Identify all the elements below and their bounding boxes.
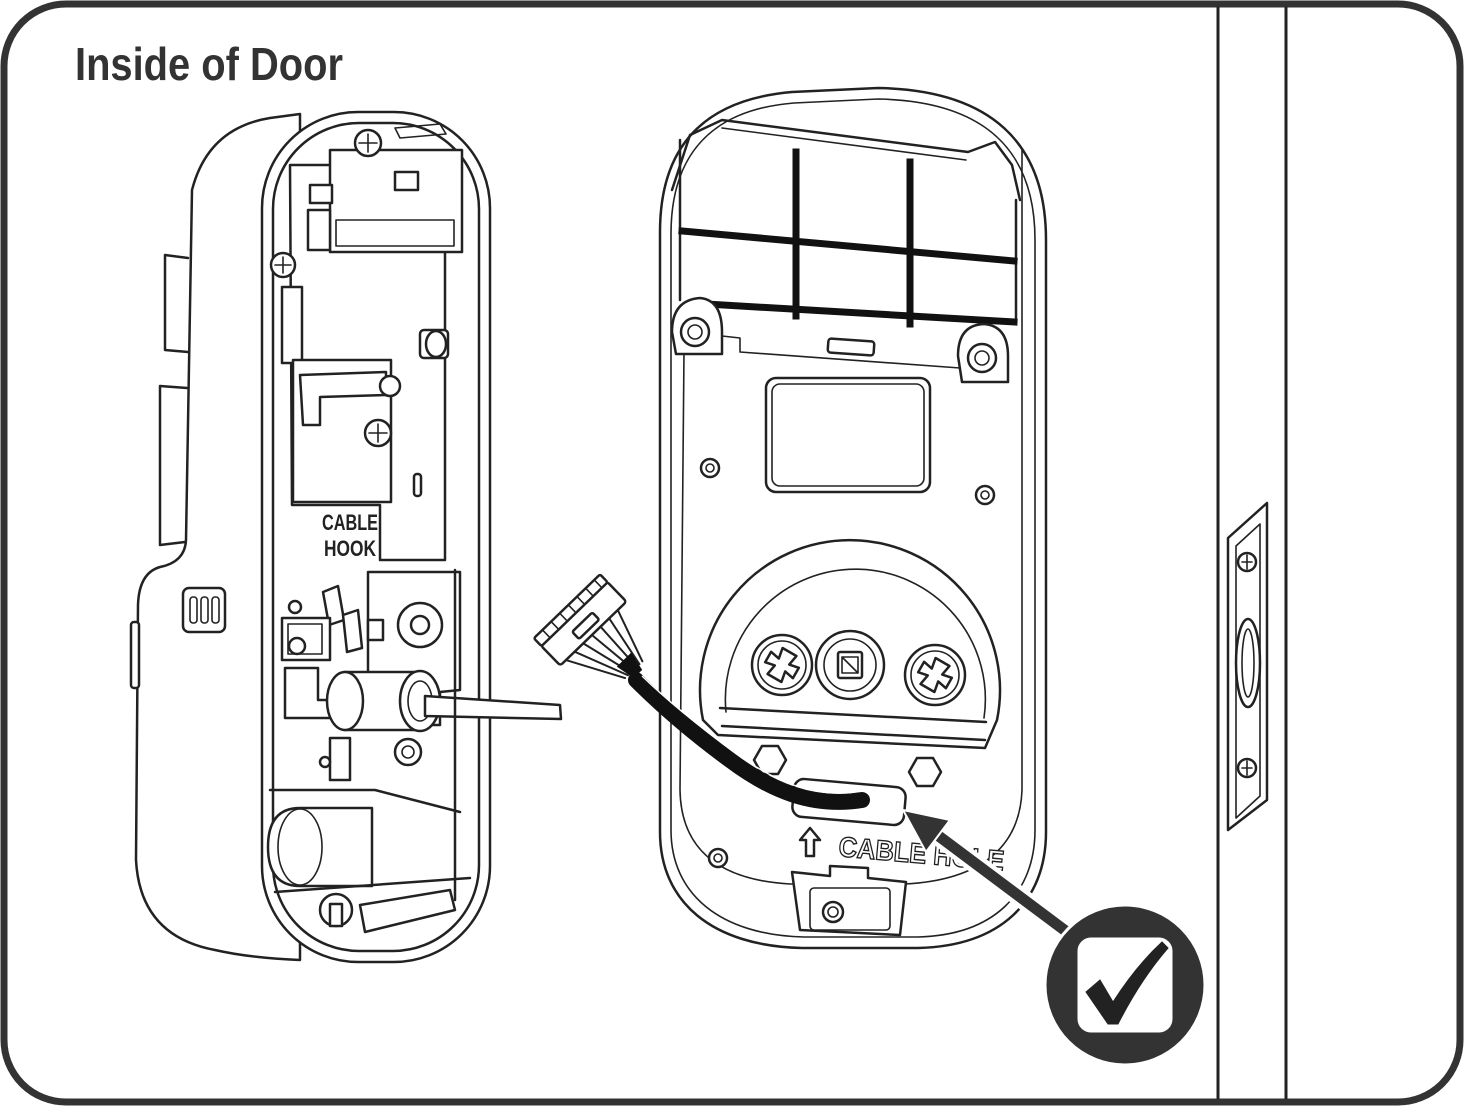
bottom-post-inner <box>328 902 344 928</box>
check-icon <box>1085 941 1169 1025</box>
cable-hook-label-line2: HOOK <box>324 536 376 561</box>
interior-frame-inner <box>271 121 481 953</box>
side-button <box>129 620 141 690</box>
bottom-divider <box>273 876 472 894</box>
cable-hook <box>298 370 388 427</box>
top-bracket <box>328 148 464 254</box>
vent-icon <box>181 586 227 634</box>
screw-icon <box>966 342 998 374</box>
lower-gear-center <box>401 745 415 759</box>
interior-housing-shell <box>134 112 302 962</box>
pointer-arrow-icon <box>901 808 1085 948</box>
bottom-bracket <box>358 888 457 934</box>
grid-bar-horizontal-2 <box>702 300 1018 326</box>
mounting-ear-right <box>956 322 1010 384</box>
lower-wall <box>268 568 462 902</box>
screw-icon <box>269 251 297 279</box>
strike-plate-inner <box>1235 523 1261 819</box>
plate-clip <box>826 337 876 357</box>
cable-highlight <box>641 675 856 794</box>
mounting-hole-top-left <box>699 457 721 479</box>
housing-tab-lower <box>158 384 189 547</box>
plate-tab-right <box>393 170 420 192</box>
connector-latch <box>571 611 600 640</box>
screw-icon <box>1236 757 1258 779</box>
small-tab <box>366 618 385 642</box>
battery-end <box>277 808 323 886</box>
connector-face <box>533 573 609 647</box>
mounting-hole-bottom-left <box>707 847 729 869</box>
diagram-title: Inside of Door <box>75 38 343 90</box>
plate-window <box>764 376 932 494</box>
grid-opening <box>670 118 1022 328</box>
plate-strip <box>280 285 304 365</box>
connector-pins <box>541 579 603 639</box>
check-badge <box>1043 903 1207 1067</box>
grid-bar-horizontal-1 <box>678 227 1018 265</box>
plate-tab-left <box>308 183 334 205</box>
connector-wire-sheath <box>616 652 643 679</box>
mounting-plate: CABLE HOLE <box>658 86 1048 950</box>
pointer-arrow-shaft <box>930 828 1081 944</box>
d-cutout-inner <box>724 568 987 719</box>
pointer-arrow-head <box>901 808 952 854</box>
grid-top-edge <box>721 127 967 161</box>
cable <box>628 672 870 810</box>
switch-block-inner <box>287 623 323 655</box>
screw-icon <box>363 418 393 448</box>
bottom-tab <box>790 864 908 937</box>
cable-connector <box>533 573 644 680</box>
up-arrow-icon <box>798 826 822 858</box>
mounting-post <box>418 328 450 360</box>
door-edge <box>1216 6 1288 1100</box>
plate-connector <box>306 208 332 252</box>
cable-hook-label-line1: CABLE <box>322 510 378 535</box>
bracket-slot <box>335 219 455 247</box>
screw-icon <box>353 128 383 158</box>
hex-boss-right <box>907 756 943 788</box>
plate-slot <box>412 472 423 498</box>
switch-screw <box>287 636 307 656</box>
motor-gear-center <box>409 614 431 636</box>
screw-icon <box>750 633 814 697</box>
strike-plate <box>1226 501 1269 832</box>
plate-top-edge <box>721 335 961 369</box>
mounting-plate-rim <box>670 98 1036 938</box>
mounting-ear-left <box>670 296 724 356</box>
plate-window-inner <box>771 383 925 487</box>
bolt-hole <box>1234 617 1262 709</box>
screw-icon <box>903 643 967 707</box>
connector-wires <box>565 609 644 680</box>
tailpiece-bar <box>423 694 563 721</box>
bolt-hole-inner <box>1241 628 1255 698</box>
lower-contact <box>328 736 352 782</box>
screw-icon <box>1236 551 1258 573</box>
small-pin <box>287 599 303 615</box>
mounting-hole-top-right <box>974 484 996 506</box>
key-lever <box>341 608 364 654</box>
d-cutout-lip <box>718 706 988 742</box>
screw-icon <box>679 316 711 348</box>
spindle-cylinder-face <box>325 670 365 732</box>
cable-harness <box>533 573 870 810</box>
frame-top-slot <box>394 123 447 139</box>
lower-pin <box>318 755 332 769</box>
housing-tab-upper <box>163 253 190 354</box>
grid-top-rim <box>670 118 1022 202</box>
interior-lock-unit: CABLE HOOK <box>129 110 563 964</box>
hook-post <box>378 374 402 398</box>
spindle-hole <box>814 629 886 701</box>
lower-gear <box>393 737 423 767</box>
battery-cylinder <box>266 806 374 888</box>
hex-boss-left <box>752 744 788 776</box>
